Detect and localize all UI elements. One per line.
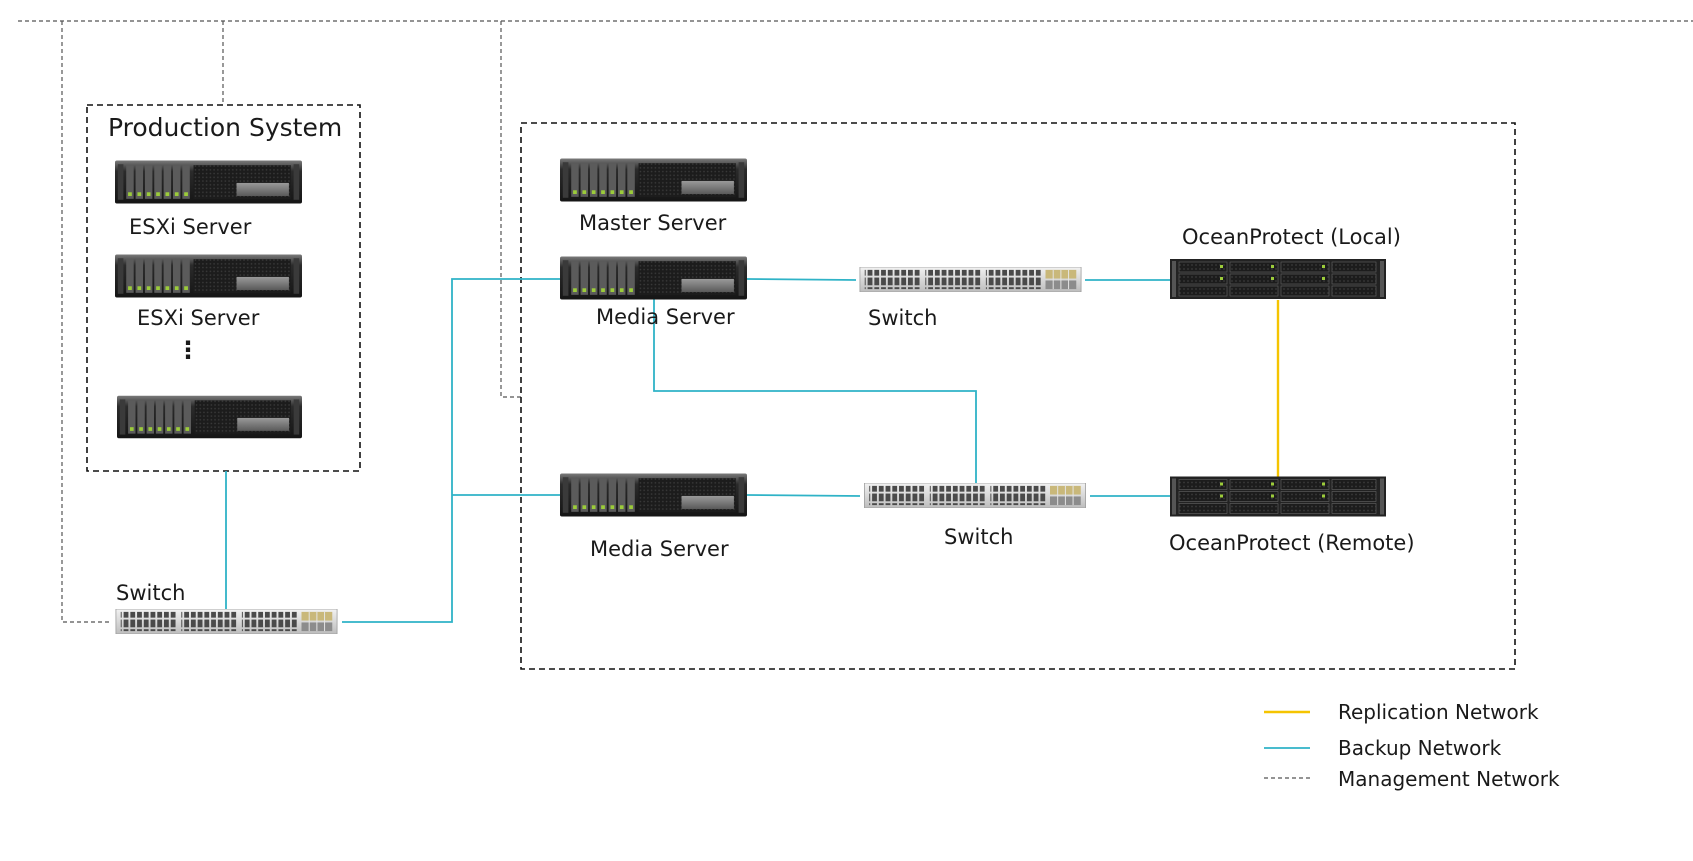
master-server-label: Master Server: [579, 211, 727, 235]
management-link-backup-system: [500, 21, 521, 398]
media-server-bottom-device: [560, 473, 747, 517]
ocean-protect-remote-device: [1170, 476, 1386, 517]
more-servers-ellipsis: ⋮: [176, 336, 200, 364]
backup-link-media-top-to-switch-bottom: [653, 298, 977, 483]
production-switch-label: Switch: [116, 581, 186, 605]
media-server-bottom-label: Media Server: [590, 537, 729, 561]
backup-network-links: [225, 278, 1170, 623]
ocean-protect-local-label: OceanProtect (Local): [1182, 225, 1401, 249]
backup-link-media-bottom-to-switch-bottom: [746, 494, 861, 497]
esxi-server-2-device: [115, 254, 302, 298]
backup-link-media-top-to-switch-top: [746, 278, 857, 281]
media-server-top-label: Media Server: [596, 305, 735, 329]
esxi-server-1-label: ESXi Server: [129, 215, 252, 239]
media-server-top-device: [560, 256, 747, 300]
legend-backup-label: Backup Network: [1338, 736, 1502, 760]
production-switch-device: [115, 609, 338, 634]
ocean-protect-remote-label: OceanProtect (Remote): [1169, 531, 1415, 555]
switch-bottom-label: Switch: [944, 525, 1014, 549]
server-3-device: [117, 395, 302, 439]
backup-system-box: [520, 122, 1516, 670]
backup-link-switch-to-trunk: [342, 278, 562, 623]
production-system-box: [86, 104, 361, 472]
switch-bottom-device: [863, 483, 1087, 508]
switch-top-device: [859, 267, 1082, 292]
legend-management-label: Management Network: [1338, 767, 1560, 791]
master-server-device: [560, 158, 747, 202]
management-network-links: [18, 20, 1693, 623]
esxi-server-2-label: ESXi Server: [137, 306, 260, 330]
switch-top-label: Switch: [868, 306, 938, 330]
production-system-title: Production System: [108, 113, 343, 142]
legend-replication-label: Replication Network: [1338, 700, 1539, 724]
esxi-server-1-device: [115, 160, 302, 204]
ocean-protect-local-device: [1170, 259, 1386, 299]
